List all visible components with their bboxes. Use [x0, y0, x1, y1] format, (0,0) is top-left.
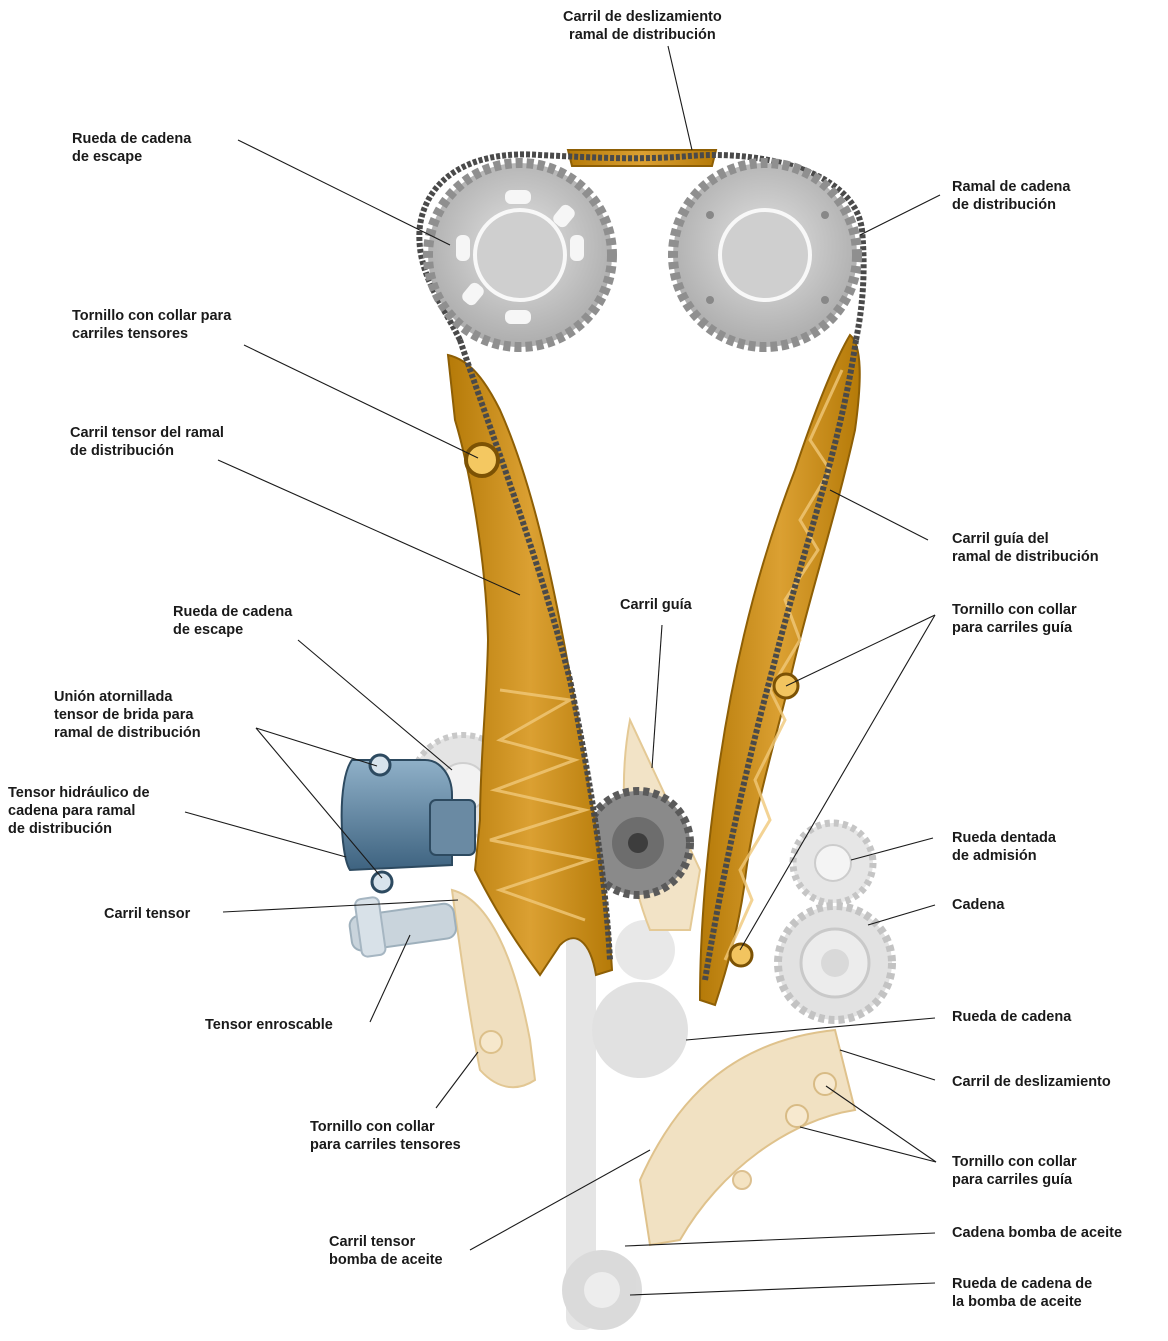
screw-tensioner — [348, 897, 457, 958]
exhaust-camshaft-sprocket — [428, 163, 612, 347]
intake-camshaft-sprocket — [673, 163, 857, 347]
tensor-rail-bolt-top — [466, 444, 498, 476]
label-rueda-cadena: Rueda de cadena — [952, 1008, 1071, 1026]
pump-detail — [733, 1171, 751, 1189]
label-cadena: Cadena — [952, 896, 1004, 914]
label-carril-guia: Carril guía — [620, 596, 692, 614]
label-carril-tensor: Carril tensor — [104, 905, 190, 923]
label-tensor-enroscable: Tensor enroscable — [205, 1016, 333, 1034]
label-carril-deslizamiento: Carril de deslizamiento — [952, 1073, 1111, 1091]
label-cadena-bomba: Cadena bomba de aceite — [952, 1224, 1122, 1242]
intake-gear — [793, 823, 873, 903]
